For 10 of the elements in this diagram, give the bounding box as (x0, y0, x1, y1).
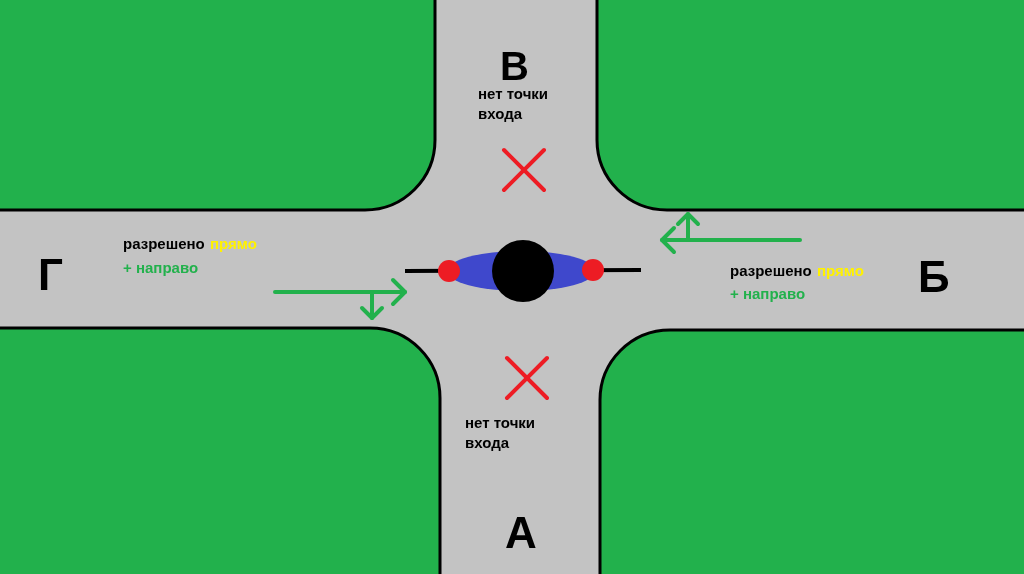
note-text: нет точки входа (465, 413, 537, 452)
road-letter: Г (38, 249, 63, 301)
permission-text: прямо (210, 234, 257, 254)
permission-text: разрешено (730, 261, 812, 281)
road-letter: Б (918, 251, 950, 303)
permission-text: прямо (817, 261, 864, 281)
permission-text: + направо (730, 284, 806, 304)
permission-text: + направо (123, 258, 199, 278)
permission-text: разрешено (123, 234, 205, 254)
road-letter: А (505, 507, 537, 559)
